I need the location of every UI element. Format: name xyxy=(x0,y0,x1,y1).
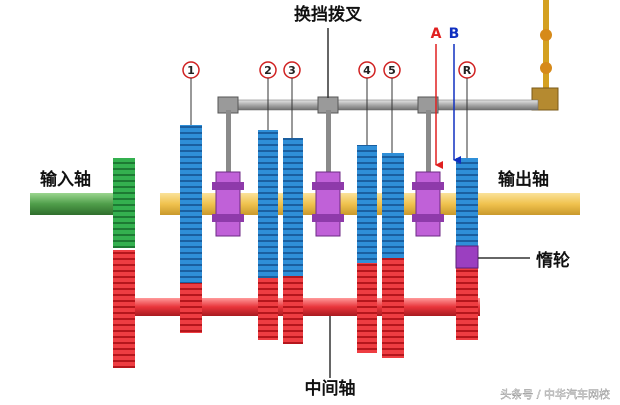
shift-linkage xyxy=(531,0,559,111)
synchronizer-1-2 xyxy=(212,171,244,237)
gear-1-counter xyxy=(180,283,202,333)
gear-4-driven xyxy=(357,145,377,263)
gear-marker-2: 2 xyxy=(259,61,277,130)
watermark: 头条号 / 中华汽车网校 xyxy=(500,387,610,401)
shift-rail xyxy=(217,99,539,111)
gear-1-driven xyxy=(180,125,202,283)
shift-fork-label: 换挡拨叉 xyxy=(294,4,363,25)
gear-5-counter xyxy=(382,258,404,358)
svg-text:2: 2 xyxy=(264,64,272,77)
input-gear xyxy=(113,158,135,248)
idler-gear xyxy=(455,245,479,269)
gear-r-counter xyxy=(456,268,478,340)
input-shaft-label: 输入轴 xyxy=(40,169,91,190)
gear-marker-3: 3 xyxy=(283,61,301,138)
gear-marker-r: R xyxy=(458,61,476,158)
countershaft-drive-gear xyxy=(113,250,135,368)
svg-text:R: R xyxy=(463,64,472,77)
input-shaft xyxy=(30,193,130,215)
svg-text:4: 4 xyxy=(363,64,371,77)
arrow-b-label: B xyxy=(449,26,460,42)
countershaft-label: 中间轴 xyxy=(305,378,356,399)
gear-2-driven xyxy=(258,130,278,278)
gear-2-counter xyxy=(258,278,278,340)
gear-r-driven xyxy=(456,158,478,246)
svg-text:3: 3 xyxy=(288,64,296,77)
arrow-a-label: A xyxy=(431,26,442,42)
gear-4-counter xyxy=(357,263,377,353)
arrow-a: A xyxy=(431,26,443,169)
gear-5-driven xyxy=(382,153,404,258)
gear-marker-4: 4 xyxy=(358,61,376,145)
idler-gear-label: 惰轮 xyxy=(536,250,570,271)
arrow-b: B xyxy=(449,26,461,164)
gear-marker-1: 1 xyxy=(182,61,200,125)
gear-marker-5: 5 xyxy=(383,61,401,153)
gear-3-counter xyxy=(283,276,303,344)
output-shaft-label: 输出轴 xyxy=(498,169,549,190)
svg-text:5: 5 xyxy=(388,64,396,77)
svg-text:1: 1 xyxy=(187,64,195,77)
gear-3-driven xyxy=(283,138,303,276)
synchronizer-5-r xyxy=(412,171,444,237)
synchronizer-3-4 xyxy=(312,171,344,237)
